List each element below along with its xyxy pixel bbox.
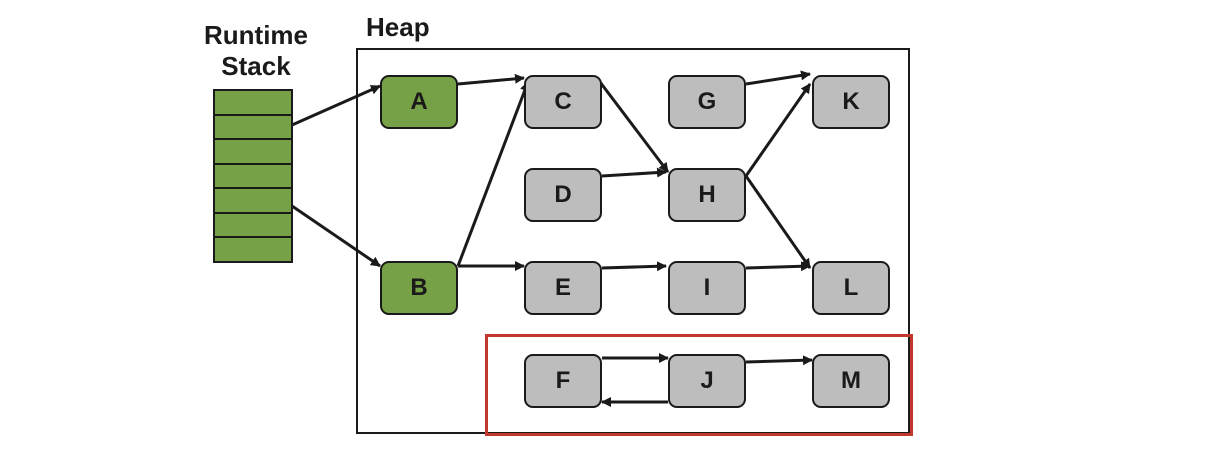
heap-object-a: A [380, 75, 458, 129]
heap-title: Heap [366, 12, 430, 42]
stack-frame [213, 236, 293, 263]
reference-arrow-i-to-l [745, 261, 811, 272]
runtime-stack-title-line2: Stack [221, 51, 291, 81]
stack-frame [213, 211, 293, 236]
reference-arrow-b-to-c [456, 81, 530, 267]
heap-object-f: F [524, 354, 602, 408]
runtime-stack [213, 89, 293, 263]
reference-arrow-h-to-k [744, 83, 812, 177]
stack-frame [213, 113, 293, 138]
heap-object-h: H [668, 168, 746, 222]
heap-object-c: C [524, 75, 602, 129]
stack-frame [213, 138, 293, 163]
reference-arrow-j-to-m [745, 355, 813, 366]
stack-frame [213, 162, 293, 187]
heap-object-i: I [668, 261, 746, 315]
reference-arrow-g-to-k [745, 70, 811, 86]
reference-arrow-h-to-l [744, 175, 812, 269]
runtime-stack-title: Runtime Stack [196, 20, 316, 82]
heap-object-g: G [668, 75, 746, 129]
heap-object-j: J [668, 354, 746, 408]
unreachable-highlight [485, 334, 913, 436]
runtime-stack-title-line1: Runtime [204, 20, 308, 50]
heap-object-m: M [812, 354, 890, 408]
reference-arrow-d-to-h [601, 167, 667, 178]
stack-frame [213, 89, 293, 114]
heap-object-b: B [380, 261, 458, 315]
reference-arrow-e-to-i [601, 261, 667, 272]
stack-frame [213, 187, 293, 212]
heap-object-l: L [812, 261, 890, 315]
heap-object-e: E [524, 261, 602, 315]
heap-object-d: D [524, 168, 602, 222]
reference-arrow-c-to-h [598, 81, 670, 173]
reference-arrow-stack-to-b [291, 204, 381, 268]
reference-arrow-stack-to-a [291, 84, 381, 127]
reference-arrow-a-to-c [457, 73, 525, 86]
heap-object-k: K [812, 75, 890, 129]
